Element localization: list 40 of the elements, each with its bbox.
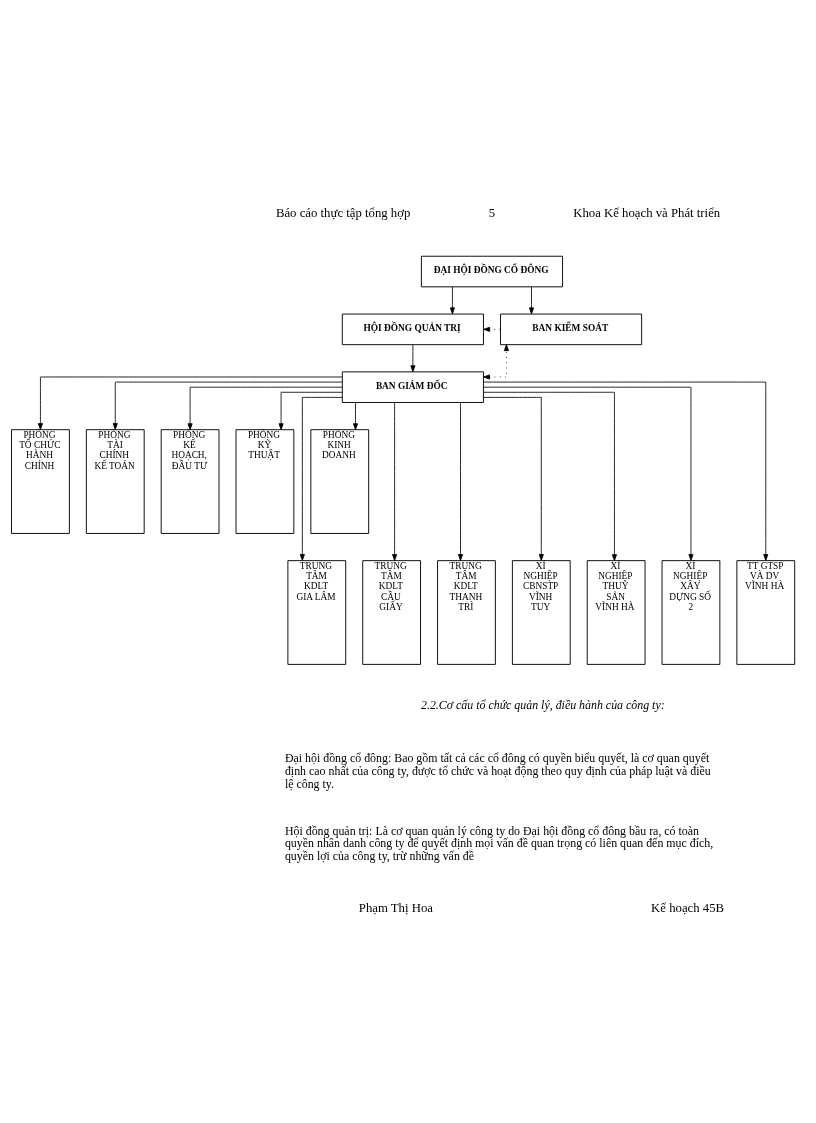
label: Kế hoạch 45B (651, 901, 725, 916)
node-box: TRUNG TÂM KDLT GIA LÂM (287, 560, 347, 665)
node-box: PHÒNG TỔ CHỨC HÀNH CHÍNH (11, 429, 70, 534)
label: Báo cáo thực tập tổng hợp (275, 205, 411, 220)
node-box: PHÒNG KẾ HOẠCH, ĐẦU TƯ (160, 429, 220, 534)
label: 5 (488, 205, 496, 220)
node-box: HỘI ĐỒNG QUẢN TRỊ (341, 313, 484, 346)
node-box: ĐẠI HỘI ĐỒNG CỔ ĐÔNG (420, 255, 563, 288)
node-box: BAN GIÁM ĐỐC (341, 371, 484, 403)
arrow (483, 344, 509, 380)
arrow (483, 386, 694, 561)
node-box: BAN KIỂM SOÁT (500, 313, 643, 346)
arrow (483, 381, 769, 561)
node-box: XÍ NGHIỆP CBNSTP VĨNH TUY (511, 560, 571, 665)
arrow (410, 344, 416, 373)
node-box: PHÒNG KINH DOANH (310, 429, 370, 534)
arrow (458, 402, 463, 561)
node-box: PHÒNG KỸ THUẬT (235, 429, 295, 534)
node-box: TRUNG TÂM KDLT THANH TRÌ (437, 560, 496, 665)
arrow (483, 396, 544, 561)
arrow (483, 391, 617, 562)
arrow (112, 381, 343, 430)
label: Đại hội đồng cổ đông: Bao gồm tất cả các cổ đông có quyền biểu quyết, là cơ quan quyết định cao nhất của công ty, được tổ chức và hoạt động theo quy định của pháp luật và điều lệ công ty. (284, 751, 711, 791)
arrow (353, 402, 358, 431)
arrow (37, 376, 343, 430)
label: Khoa Kế hoạch và Phát triển (573, 205, 721, 220)
arrow (278, 391, 343, 431)
label: Hội đồng quản trị: Là cơ quan quản lý công ty do Đại hội đồng cổ đông bầu ra, có toàn quyền nhân danh công ty để quyết định mọi vấn đề quan trọng có liên quan đến mục đích, quyền lợi của công ty, trừ những vấn đề (284, 823, 714, 864)
node-box: TT GTSP VÀ DV VĨNH HÀ (736, 560, 796, 665)
label: 2.2.Cơ cấu tổ chức quản lý, điều hành của công ty: (420, 698, 665, 713)
arrow (299, 396, 343, 561)
arrow (449, 286, 455, 315)
node-box: TRUNG TÂM KDLT CẦU GIẤY (362, 560, 421, 665)
node-box: PHÒNG TÀI CHÍNH KẾ TOÁN (85, 429, 145, 534)
arrow (529, 286, 535, 315)
node-box: XÍ NGHIỆP THUỶ SẢN VĨNH HÀ (586, 560, 646, 665)
arrow (187, 386, 343, 431)
arrow (392, 402, 398, 561)
label: Phạm Thị Hoa (358, 901, 433, 916)
node-box: XÍ NGHIỆP XÂY DỰNG SỐ 2 (661, 560, 721, 665)
